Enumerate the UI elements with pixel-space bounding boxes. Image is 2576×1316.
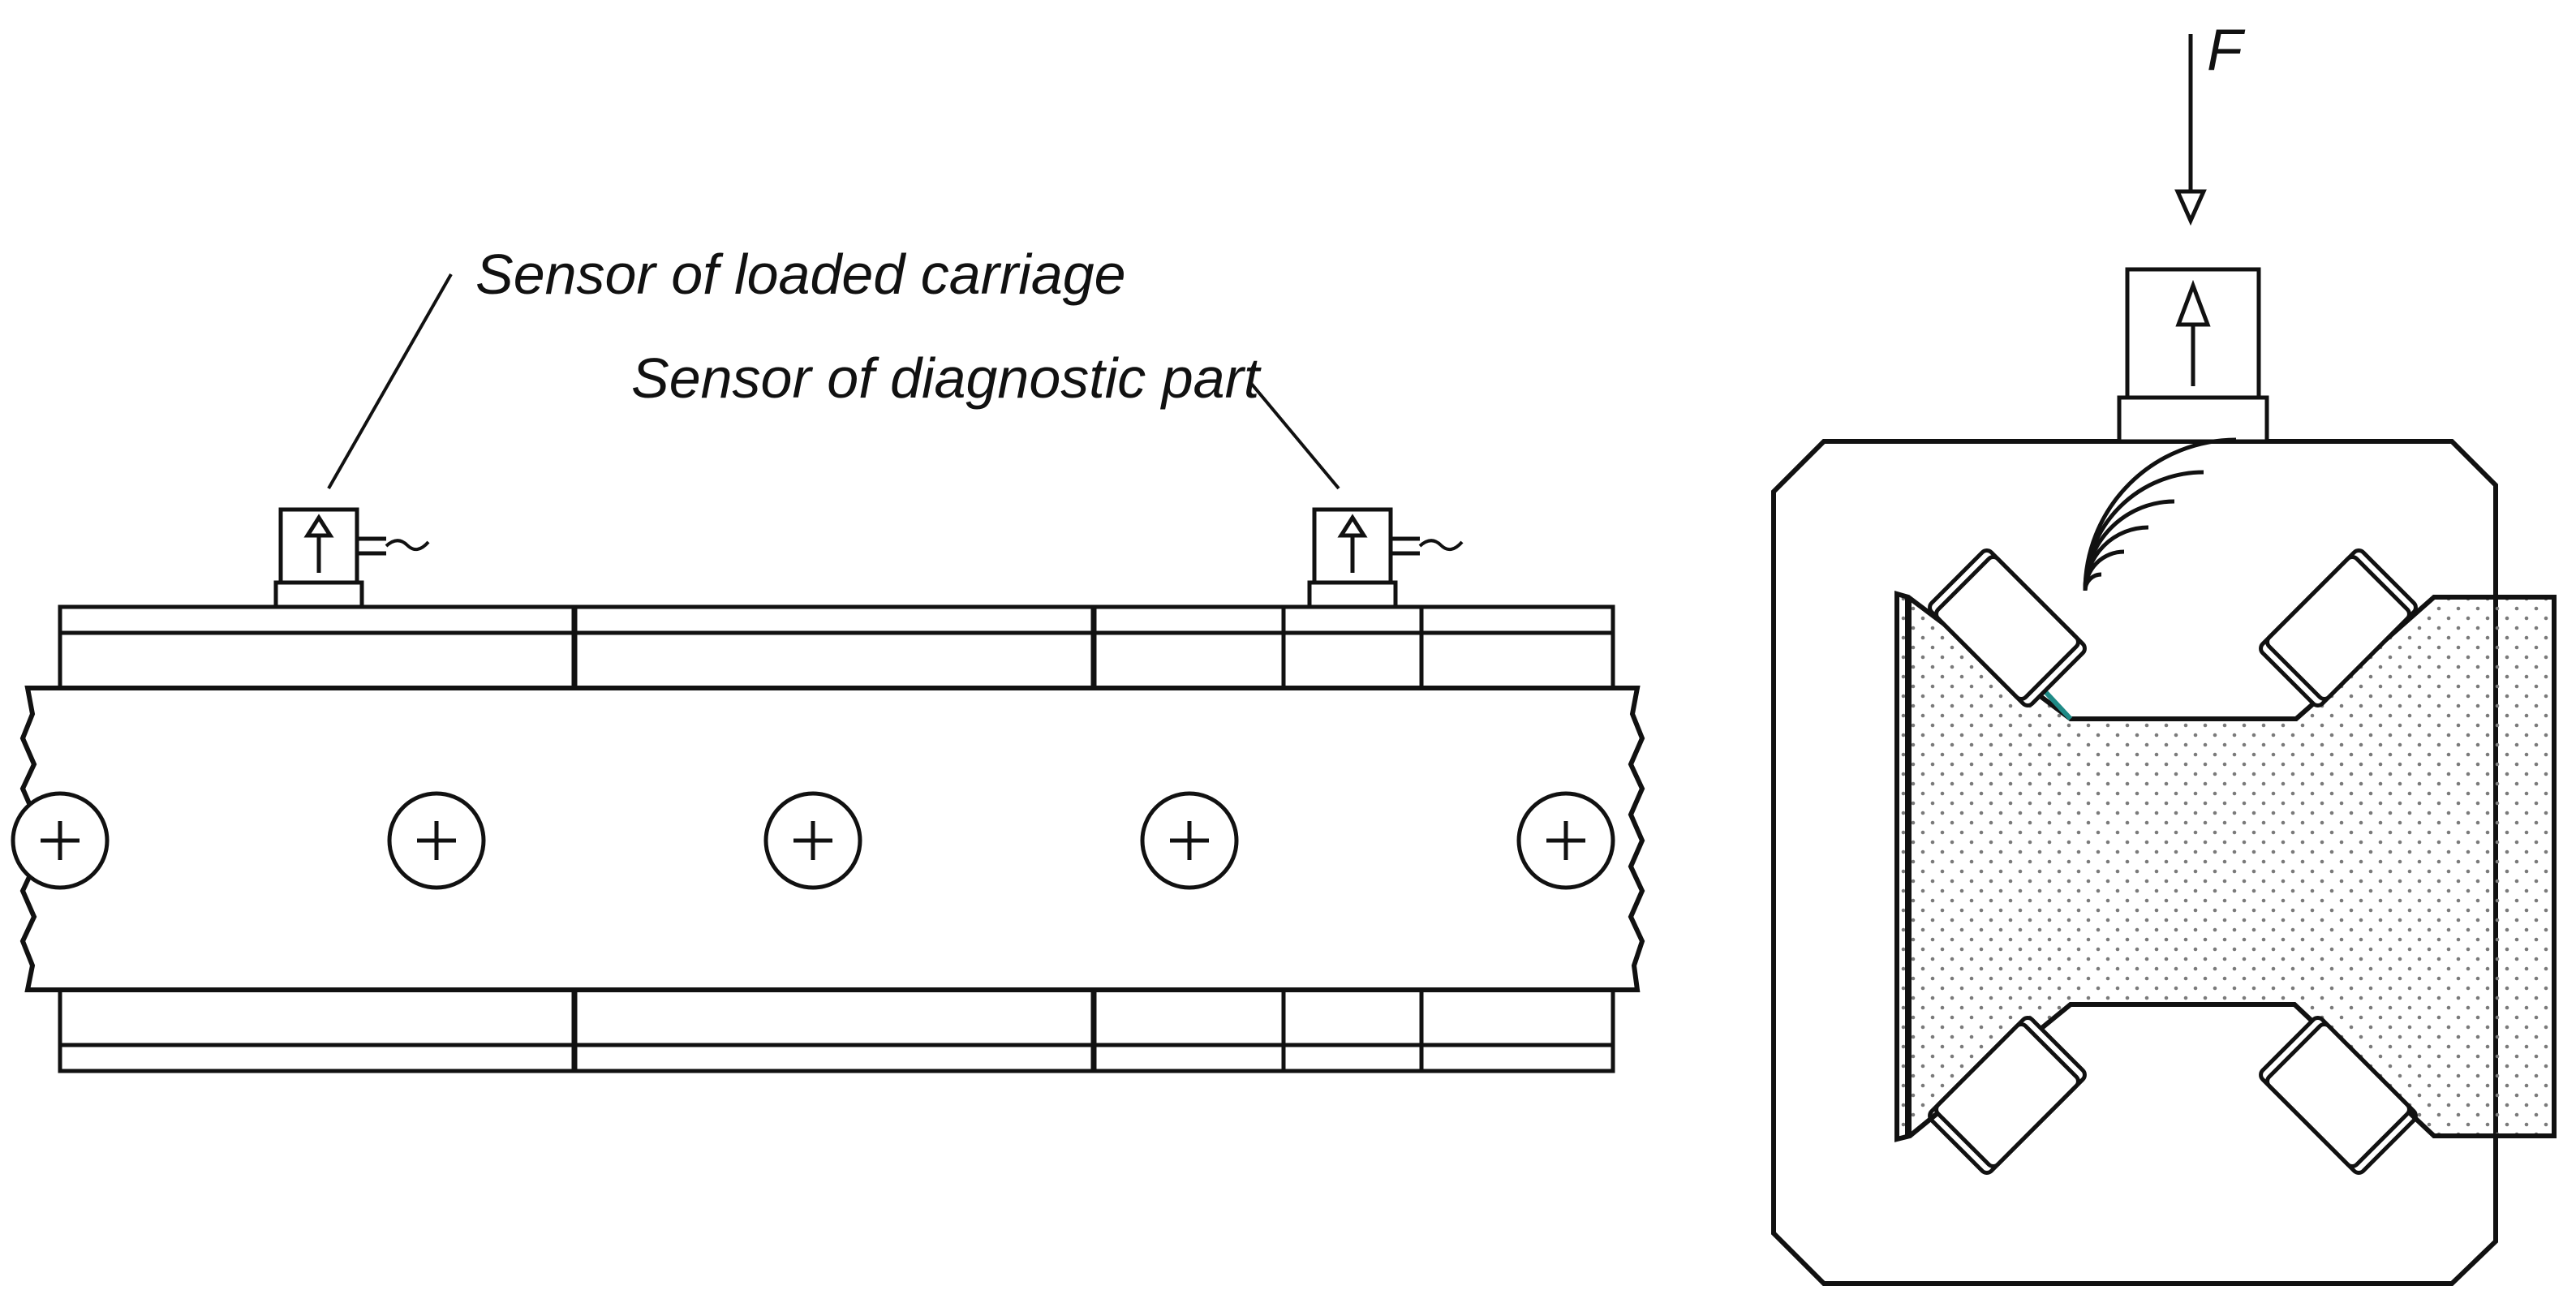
mounting-hole [1516, 791, 1615, 890]
signal-wave-icon [2083, 437, 2237, 591]
label-sensor-loaded-carriage: Sensor of loaded carriage [475, 243, 1126, 306]
roller-bottom-left [1928, 1016, 2087, 1175]
label-sensor-diagnostic-part: Sensor of diagnostic part [631, 346, 1262, 410]
mounting-hole [11, 791, 110, 890]
top-sensor-icon [2117, 267, 2269, 444]
lower-carriages [58, 987, 1615, 1073]
mounting-hole [387, 791, 486, 890]
force-arrow-icon [2174, 34, 2207, 226]
leader-line-diagnostic-part [1248, 380, 1340, 490]
mounting-holes [11, 791, 1615, 890]
mounting-hole [763, 791, 862, 890]
mounting-hole [1140, 791, 1239, 890]
upper-carriages [58, 604, 1615, 690]
label-force: F [2207, 18, 2246, 83]
roller-top-left [1928, 548, 2087, 707]
side-view [11, 273, 1645, 1073]
roller-bottom-right [2259, 1016, 2418, 1175]
leader-line-loaded-carriage [327, 273, 453, 489]
sensor-diagnostic-part-icon [1307, 507, 1464, 609]
roller-top-right [2259, 548, 2418, 707]
sensor-loaded-carriage-icon [273, 507, 430, 609]
cross-section-view [1771, 34, 2557, 1286]
